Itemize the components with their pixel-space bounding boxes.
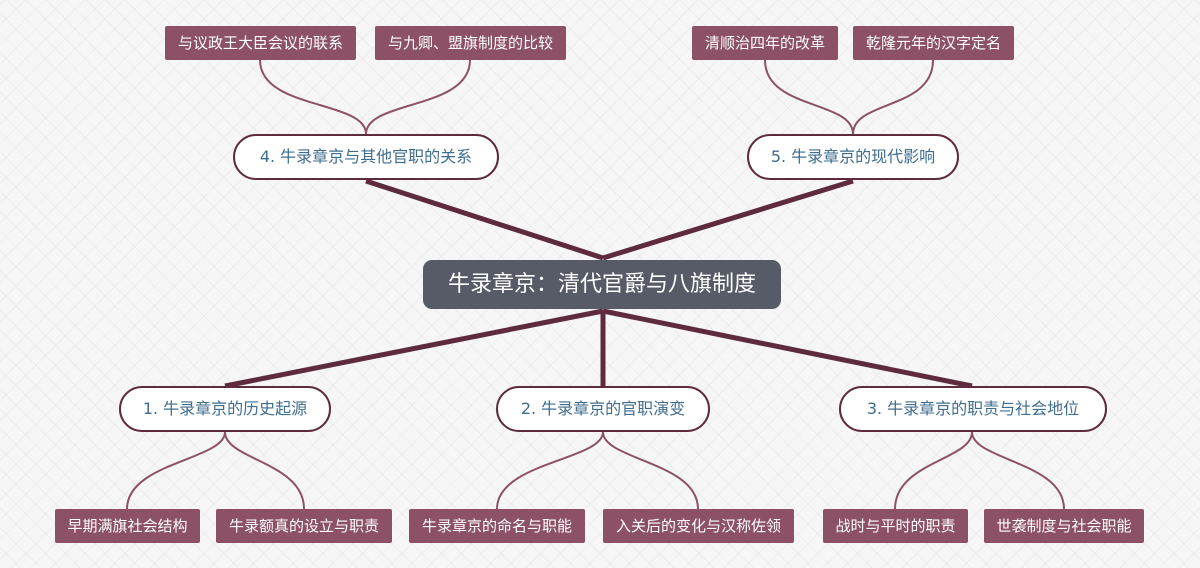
- trunk-to-branch-4: [365, 178, 604, 261]
- trunk-to-branch-3: [602, 308, 973, 389]
- leaf-shunzhi-reform[interactable]: 清顺治四年的改革: [692, 26, 838, 60]
- branch-3-duties-status[interactable]: 3. 牛录章京的职责与社会地位: [839, 386, 1107, 432]
- trunk-to-branch-1: [224, 308, 604, 389]
- twig-4b: [365, 59, 471, 135]
- branch-2-office-evolution[interactable]: 2. 牛录章京的官职演变: [496, 386, 710, 432]
- twig-1a: [126, 431, 226, 510]
- leaf-post-conquest[interactable]: 入关后的变化与汉称佐领: [603, 509, 794, 543]
- leaf-council-relation[interactable]: 与议政王大臣会议的联系: [165, 26, 356, 60]
- branch-5-modern-influence[interactable]: 5. 牛录章京的现代影响: [747, 134, 959, 180]
- twig-3b: [971, 431, 1065, 510]
- twig-5a: [764, 59, 854, 135]
- twig-2a: [496, 431, 604, 510]
- twig-2b: [602, 431, 699, 510]
- leaf-qianlong-naming[interactable]: 乾隆元年的汉字定名: [853, 26, 1014, 60]
- branch-4-other-offices[interactable]: 4. 牛录章京与其他官职的关系: [233, 134, 499, 180]
- leaf-naming-function[interactable]: 牛录章京的命名与职能: [409, 509, 585, 543]
- branch-1-historical-origin[interactable]: 1. 牛录章京的历史起源: [119, 386, 331, 432]
- twig-5b: [852, 59, 934, 135]
- leaf-early-society[interactable]: 早期满旗社会结构: [55, 509, 200, 543]
- leaf-jiuqing-comparison[interactable]: 与九卿、盟旗制度的比较: [375, 26, 566, 60]
- leaf-niulu-ezhen[interactable]: 牛录额真的设立与职责: [216, 509, 392, 543]
- twig-1b: [224, 431, 305, 510]
- trunk-to-branch-5: [602, 178, 854, 261]
- root-topic[interactable]: 牛录章京：清代官爵与八旗制度: [423, 260, 781, 309]
- leaf-hereditary-system[interactable]: 世袭制度与社会职能: [984, 509, 1144, 543]
- leaf-war-peace-duties[interactable]: 战时与平时的职责: [823, 509, 968, 543]
- twig-4a: [259, 59, 367, 135]
- twig-3a: [894, 431, 973, 510]
